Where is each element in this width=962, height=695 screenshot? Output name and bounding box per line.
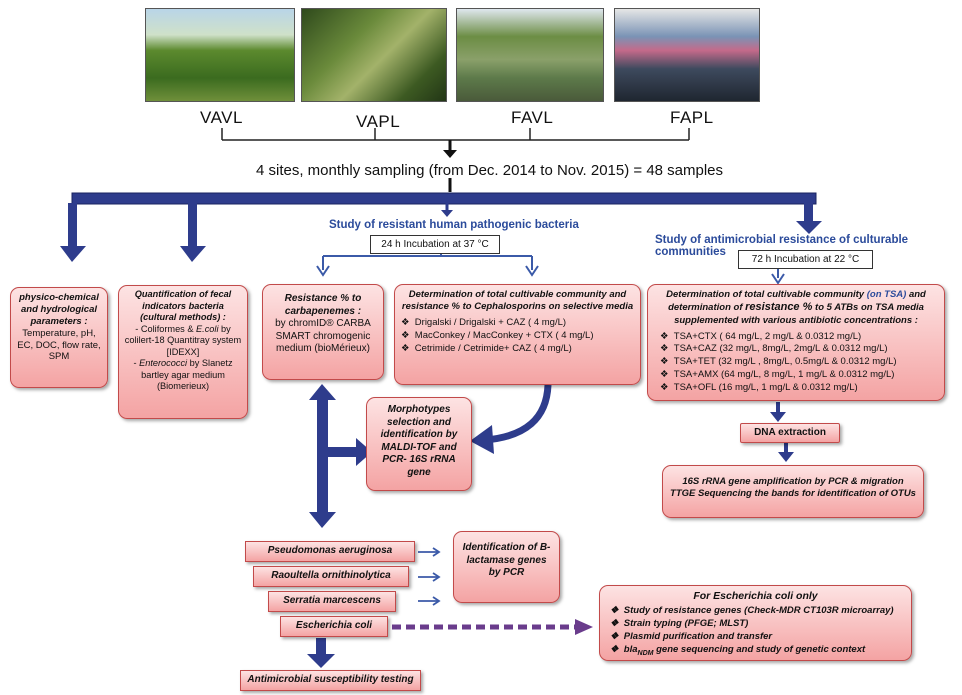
photo-favl <box>456 8 604 102</box>
cephalo-item: ❖ Cetrimide / Cetrimide+ CAZ ( 4 mg/L) <box>401 342 572 354</box>
photo-fapl <box>614 8 760 102</box>
curved-arrow-shaft <box>484 384 552 444</box>
ecoli-box: For Escherichia coli only ❖ Study of res… <box>599 585 912 661</box>
ast-arrow-shaft <box>316 638 326 656</box>
fecal-item-1: - Coliformes & E.coli by colilert-18 Qua… <box>124 323 242 357</box>
ast-box: Antimicrobial susceptibility testing <box>240 670 421 691</box>
drop-physico-head <box>60 246 86 262</box>
physico-box: physico-chemical and hydrological parame… <box>10 287 108 388</box>
site-label-vapl: VAPL <box>356 112 401 131</box>
main-bus <box>71 192 817 205</box>
photo-vapl <box>301 8 447 102</box>
incubation-22-label: 72 h Incubation at 22 °C <box>738 250 873 269</box>
arrow-rrna-head <box>778 452 794 462</box>
split-37-left-head <box>316 265 330 277</box>
site-label-fapl: FAPL <box>670 108 714 127</box>
organism-serratia: Serratia marcescens <box>268 591 396 612</box>
arrow-dna-head <box>770 412 786 422</box>
carba-title: Resistance % to carbapenemes : <box>284 293 362 317</box>
organism-escherichia: Escherichia coli <box>280 616 388 637</box>
morpho-box: Morphotypes selection and identification… <box>366 397 472 491</box>
drop-fecal-shaft <box>188 203 197 248</box>
fecal-title: Quantification of fecal indicators bacte… <box>134 289 232 322</box>
incubation-37-label: 24 h Incubation at 37 °C <box>370 235 500 254</box>
morpho-link-shaft <box>322 447 360 457</box>
dashed-ecoli-head <box>575 619 593 635</box>
drop-community-shaft <box>804 203 813 223</box>
center-head <box>441 210 453 217</box>
tsa-item: ❖ TSA+TET (32 mg/L , 8mg/L, 0.5mg/L & 0.… <box>660 356 897 368</box>
vertical-link-head-top <box>309 384 336 400</box>
organism-arrows <box>418 547 441 606</box>
cephalo-item: ❖ Drigalski / Drigalski + CAZ ( 4 mg/L) <box>401 316 567 328</box>
ecoli-item: ❖ blaNDM gene sequencing and study of ge… <box>610 643 866 657</box>
tsa-item: ❖ TSA+OFL (16 mg/L, 1 mg/L & 0.0312 mg/L… <box>660 382 858 393</box>
ecoli-item: ❖ Plasmid purification and transfer <box>610 630 773 642</box>
arrow-22-head <box>771 273 785 285</box>
blactamase-box: Identification of B-lactamase genes by P… <box>453 531 560 603</box>
ecoli-item: ❖ Strain typing (PFGE; MLST) <box>610 618 749 629</box>
organism-raoultella: Raoultella ornithinolytica <box>253 566 409 587</box>
drop-physico-shaft <box>68 203 77 248</box>
drop-fecal-head <box>180 246 206 262</box>
cephalo-list: ❖ Drigalski / Drigalski + CAZ ( 4 mg/L) … <box>401 317 634 355</box>
carba-body: by chromID® CARBA SMART chromogenic medi… <box>275 318 371 354</box>
site-label-vavl: VAVL <box>200 108 243 127</box>
tsa-title: Determination of total cultivable commun… <box>666 289 926 326</box>
tsa-item: ❖ TSA+AMX (64 mg/L, 8 mg/L, 1 mg/L & 0.0… <box>660 369 895 381</box>
pathogenic-title: Study of resistant human pathogenic bact… <box>329 219 579 231</box>
site-label-favl: FAVL <box>511 108 554 127</box>
curved-arrow-head <box>470 425 494 454</box>
fecal-item-2: - Enterococci by Slanetz bartley agar me… <box>133 358 233 391</box>
ecoli-list: ❖ Study of resistance genes (Check-MDR C… <box>610 605 901 658</box>
tsa-box: Determination of total cultivable commun… <box>647 284 945 401</box>
ecoli-item: ❖ Study of resistance genes (Check-MDR C… <box>610 605 894 617</box>
ecoli-title: For Escherichia coli only <box>693 590 818 602</box>
morpho-link-head <box>356 438 372 466</box>
drop-community-head <box>796 221 822 234</box>
split-37-right-head <box>525 265 539 277</box>
sampling-arrow-head <box>443 150 457 158</box>
cephalo-item: ❖ MacConkey / MacConkey + CTX ( 4 mg/L) <box>401 329 594 341</box>
fecal-box: Quantification of fecal indicators bacte… <box>118 285 248 419</box>
tsa-item: ❖ TSA+CAZ (32 mg/L, 8mg/L, 2mg/L & 0.031… <box>660 343 888 355</box>
community-title: Study of antimicrobial resistance of cul… <box>655 234 909 258</box>
cephalo-title: Determination of total cultivable commun… <box>401 289 634 312</box>
dna-extraction-box: DNA extraction <box>740 423 840 443</box>
cephalo-box: Determination of total cultivable commun… <box>394 284 641 385</box>
physico-body: Temperature, pH, EC, DOC, flow rate, SPM <box>17 327 101 363</box>
rrna-box: 16S rRNA gene amplification by PCR & mig… <box>662 465 924 518</box>
sampling-text: 4 sites, monthly sampling (from Dec. 201… <box>256 162 724 179</box>
tsa-item: ❖ TSA+CTX ( 64 mg/L, 2 mg/L & 0.0312 mg/… <box>660 330 862 342</box>
organism-pseudomonas: Pseudomonas aeruginosa <box>245 541 415 562</box>
photo-vavl <box>145 8 295 102</box>
physico-title: physico-chemical and hydrological parame… <box>19 292 99 327</box>
tsa-list: ❖ TSA+CTX ( 64 mg/L, 2 mg/L & 0.0312 mg/… <box>660 331 938 394</box>
ast-arrow-head <box>307 654 335 668</box>
carba-box: Resistance % to carbapenemes : by chromI… <box>262 284 384 380</box>
vertical-link-head-bottom <box>309 512 336 528</box>
